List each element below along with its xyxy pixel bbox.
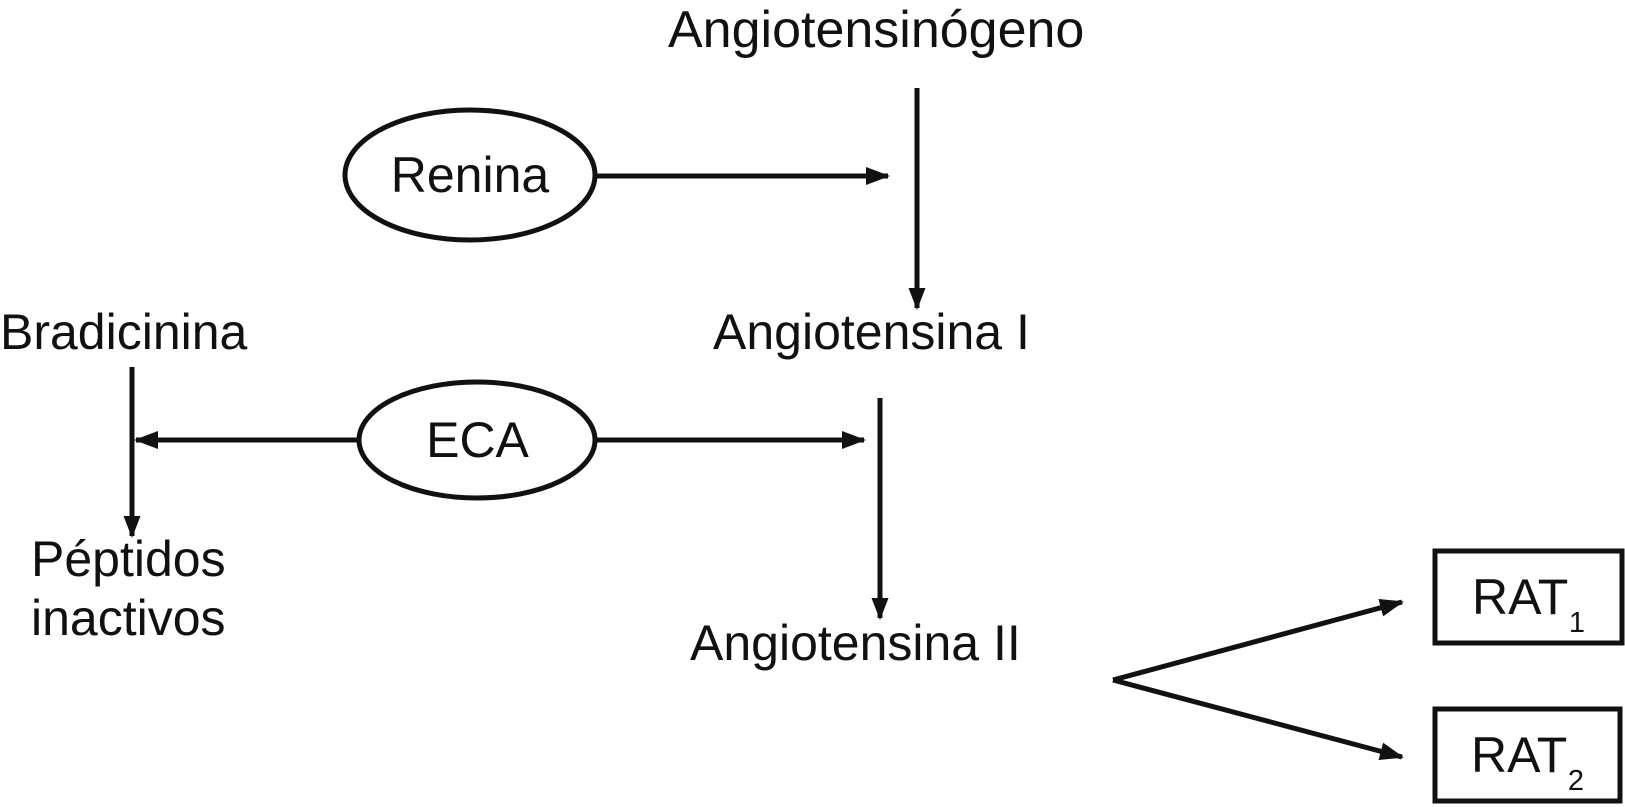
renina-ellipse	[342, 107, 598, 243]
node-bradicinina: Bradicinina	[0, 304, 248, 360]
rat1-box	[1432, 548, 1625, 646]
rat2-subscript: 2	[1567, 765, 1584, 798]
eca-ellipse	[356, 379, 598, 501]
rat2-box	[1432, 706, 1623, 804]
angiotensina-ii-to-rat2-arrow	[1112, 677, 1404, 761]
angiotensina-ii-to-rat1-arrow	[1112, 599, 1404, 683]
node-peptidos-inactivos: Péptidos inactivos	[31, 531, 226, 646]
node-eca-label: ECA	[426, 412, 529, 468]
node-angiotensinogeno: Angiotensinógeno	[668, 1, 1085, 59]
rat1-subscript: 1	[1568, 607, 1585, 640]
rat2-base: RAT	[1470, 727, 1568, 783]
node-angiotensina-i: Angiotensina I	[713, 304, 1030, 360]
node-renina-label: Renina	[390, 147, 550, 203]
node-angiotensina-ii: Angiotensina II	[690, 615, 1021, 671]
rat1-base: RAT	[1471, 569, 1569, 625]
